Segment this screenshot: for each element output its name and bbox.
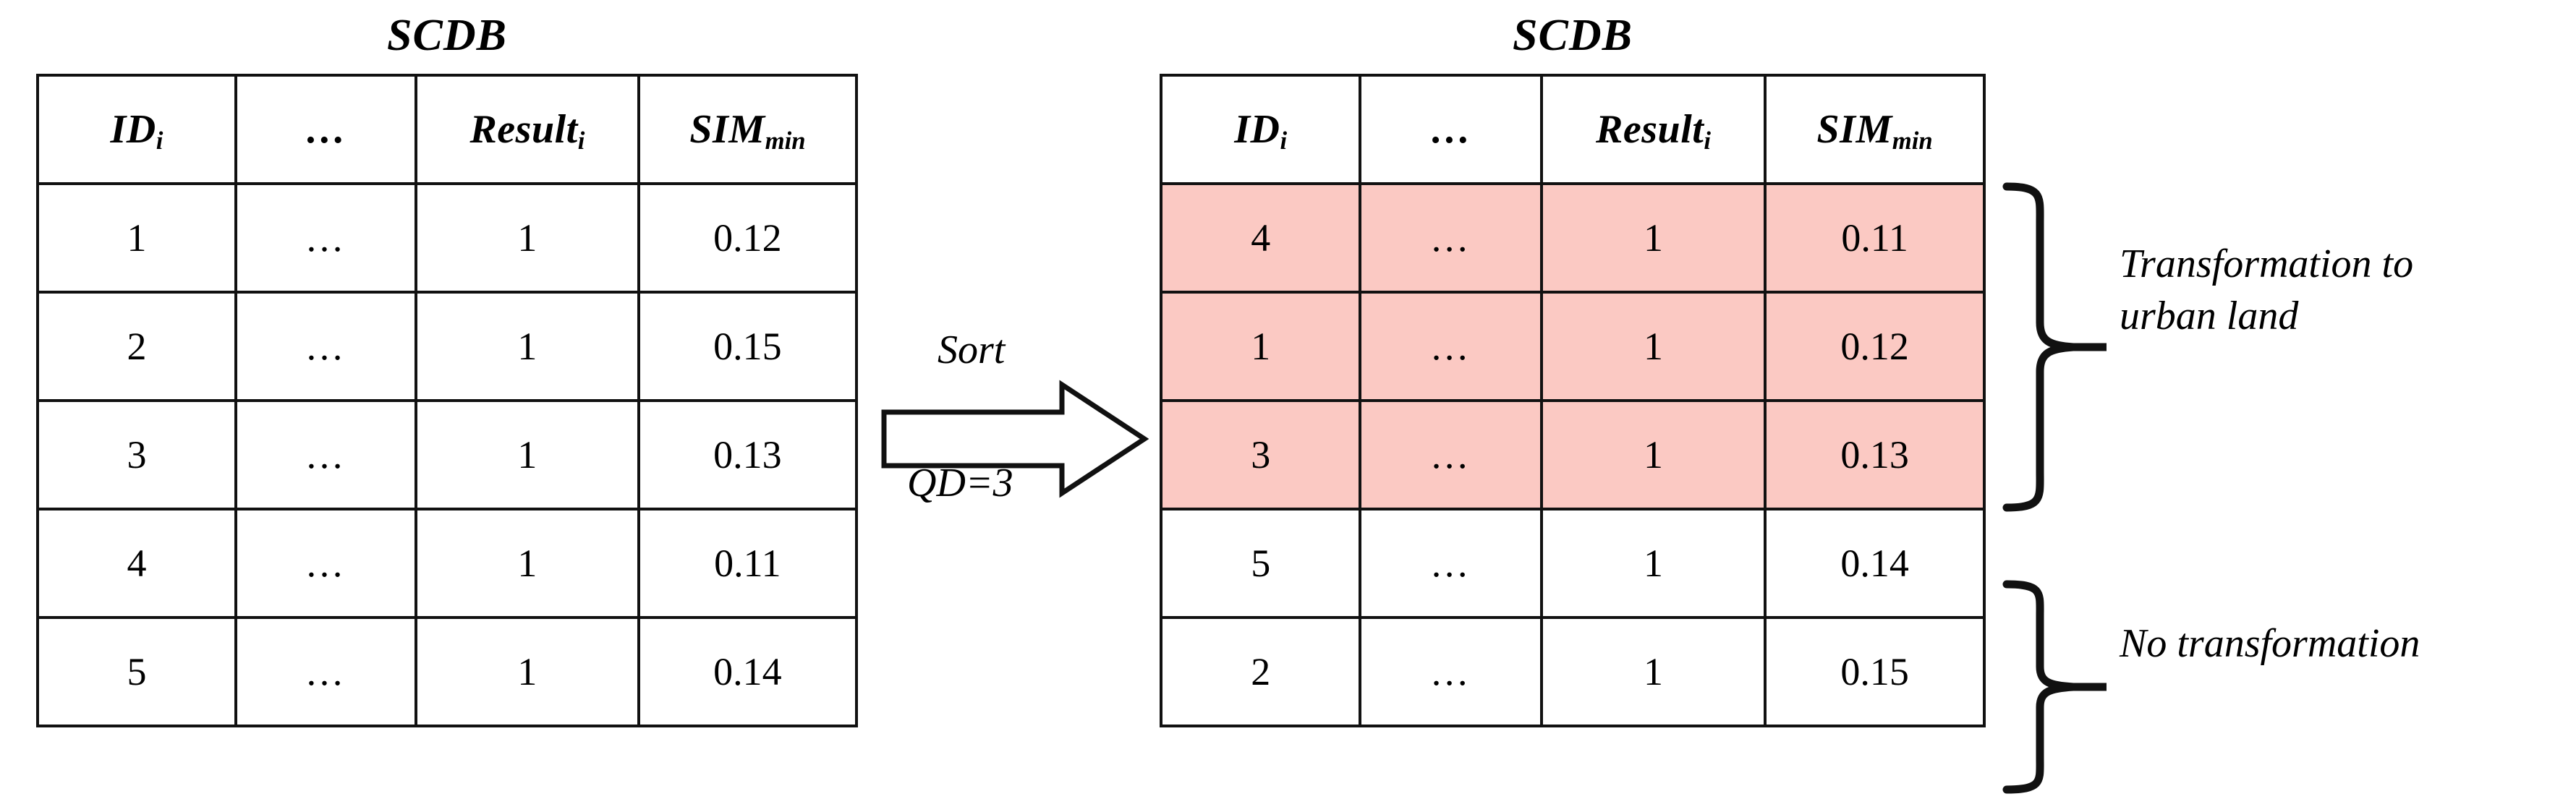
annotation-no-transformation: No transformation: [2120, 621, 2420, 666]
sort-operation-label: Sort: [938, 328, 1006, 372]
cell-sim-min: 0.15: [1764, 616, 1986, 727]
cell-ellipsis: …: [1359, 508, 1543, 619]
cell-id: 4: [36, 508, 237, 619]
annotation-transformation-to-urban-land: Transformation to urban land: [2120, 242, 2414, 338]
brace-transformation-group: [1998, 181, 2111, 517]
left-table-title: SCDB: [387, 11, 507, 60]
cell-ellipsis: …: [1359, 291, 1543, 402]
cell-id: 4: [1159, 182, 1362, 294]
cell-result: 1: [414, 399, 640, 510]
cell-sim-min: 0.12: [1764, 291, 1986, 402]
cell-sim-min: 0.14: [1764, 508, 1986, 619]
cell-ellipsis: …: [234, 399, 417, 510]
cell-id: 1: [1159, 291, 1362, 402]
cell-result: 1: [414, 508, 640, 619]
column-header-result: Resulti: [1539, 74, 1767, 185]
cell-id: 1: [36, 182, 237, 294]
cell-result: 1: [414, 616, 640, 727]
cell-id: 3: [1159, 399, 1362, 510]
curly-brace-icon: [2002, 580, 2111, 794]
brace-no-transformation-group: [1998, 578, 2111, 799]
right-table-title: SCDB: [1513, 11, 1633, 60]
cell-id: 2: [36, 291, 237, 402]
column-header-sim: SIMmin: [1764, 74, 1986, 185]
cell-sim-min: 0.15: [637, 291, 859, 402]
cell-ellipsis: …: [1359, 182, 1543, 294]
cell-id: 3: [36, 399, 237, 510]
cell-result: 1: [1539, 182, 1767, 294]
cell-ellipsis: …: [234, 291, 417, 402]
sort-arrow-icon: [881, 380, 1149, 498]
column-header-sim: SIMmin: [637, 74, 859, 185]
column-header-id: IDi: [36, 74, 237, 185]
cell-result: 1: [1539, 508, 1767, 619]
column-header-id: IDi: [1159, 74, 1362, 185]
cell-result: 1: [1539, 399, 1767, 510]
cell-ellipsis: …: [1359, 399, 1543, 510]
cell-result: 1: [414, 291, 640, 402]
cell-sim-min: 0.13: [637, 399, 859, 510]
cell-sim-min: 0.11: [1764, 182, 1986, 294]
cell-id: 2: [1159, 616, 1362, 727]
sort-parameter-label: QD=3: [907, 461, 1013, 505]
cell-id: 5: [1159, 508, 1362, 619]
sort-transform-group: Sort QD=3: [881, 328, 1149, 542]
column-header-ellipsis: …: [234, 74, 417, 185]
cell-id: 5: [36, 616, 237, 727]
cell-result: 1: [414, 182, 640, 294]
cell-ellipsis: …: [234, 508, 417, 619]
cell-ellipsis: …: [234, 616, 417, 727]
cell-sim-min: 0.13: [1764, 399, 1986, 510]
cell-sim-min: 0.12: [637, 182, 859, 294]
cell-sim-min: 0.14: [637, 616, 859, 727]
column-header-result: Resulti: [414, 74, 640, 185]
curly-brace-icon: [2002, 182, 2111, 512]
cell-result: 1: [1539, 616, 1767, 727]
cell-result: 1: [1539, 291, 1767, 402]
cell-sim-min: 0.11: [637, 508, 859, 619]
column-header-ellipsis: …: [1359, 74, 1543, 185]
table-header-row: IDi … Resulti SIMmin: [36, 74, 859, 185]
table-header-row: IDi … Resulti SIMmin: [1159, 74, 1986, 185]
cell-ellipsis: …: [1359, 616, 1543, 727]
cell-ellipsis: …: [234, 182, 417, 294]
